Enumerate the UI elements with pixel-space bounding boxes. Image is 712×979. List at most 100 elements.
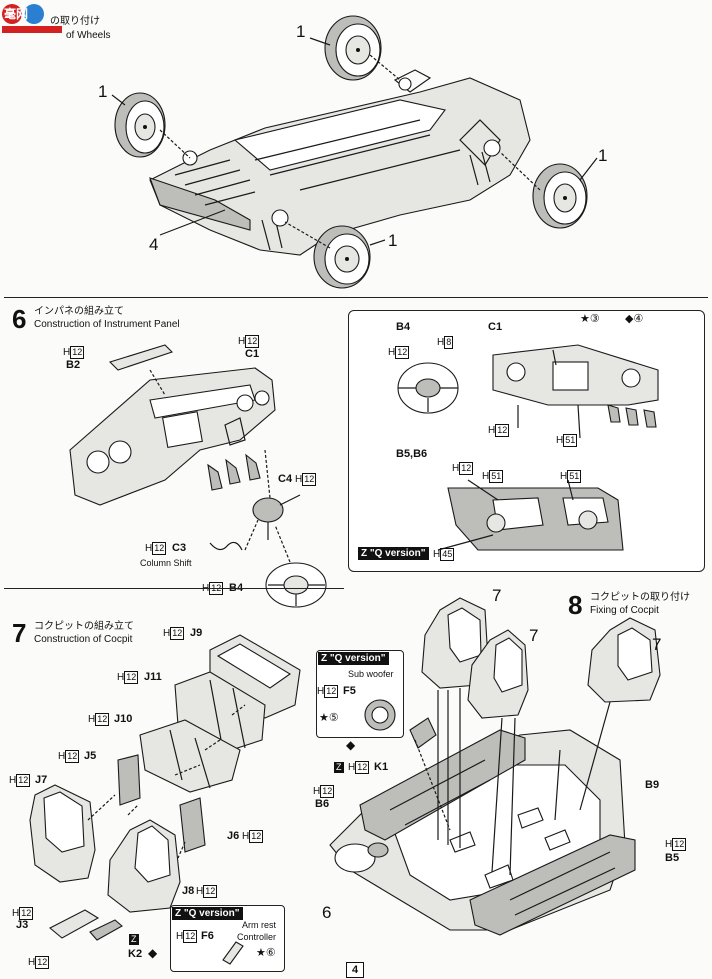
part-c4: C4 [278,473,293,485]
callout-1-top: 1 [296,22,306,41]
detail-part-b4: B4 [396,321,411,333]
part-b9: B9 [645,779,660,791]
part-j7: J7 [35,774,48,786]
wheel-bottom [313,225,371,289]
column-shift-label: Column Shift [140,558,192,568]
step7-number: 7 [12,618,27,648]
part-b2: B2 [66,359,81,371]
step6-title-en: Construction of Instrument Panel [34,319,180,330]
z-mark-k2: Z [129,934,139,945]
callout-1-left: 1 [98,82,108,101]
part-f5: F5 [343,685,356,697]
part-j10: J10 [114,713,133,725]
step5-title-jp: の取り付け [50,16,100,27]
watermark-text: 毫网 [4,7,29,21]
part-b6: B6 [315,798,330,810]
callout-7-b: 7 [529,626,539,645]
paint-mix-5: ★⑤ [319,712,339,724]
section-divider-2 [4,588,344,589]
cockpit-seats-diagram [29,634,301,941]
part-c1: C1 [245,348,260,360]
q-version-label-detail: Z "Q version" [358,547,429,560]
chassis-wheels-diagram [111,15,598,289]
paint-mix-4: ◆④ [625,313,644,325]
step8-title-jp: コクピットの取り付け [590,592,690,603]
watermark-logo: 毫网 [0,0,66,34]
step6-number: 6 [12,304,27,334]
step8-title-en: Fixing of Cocpit [590,605,659,616]
paint-mix-6: ★⑥ [256,947,276,959]
detail-painting-diagram [397,344,659,551]
section-divider-1 [4,297,708,298]
sub-woofer-label: Sub woofer [348,669,394,679]
arm-rest-label: Arm rest [242,920,277,930]
wheel-left [114,92,166,158]
part-k1: K1 [374,761,389,773]
step7-title-jp: コクピットの組み立て [34,621,134,632]
callout-4: 4 [149,235,159,254]
z-mark-k1: Z [334,762,344,773]
step7-title-en: Construction of Cocpit [34,634,133,645]
instrument-panel-diagram [69,344,327,608]
part-j5: J5 [84,750,97,762]
cockpit-fixing-diagram [329,597,661,936]
q-version-label-armrest: Z "Q version" [172,907,243,920]
controller-part-icon [222,941,244,965]
q-version-label-subwoofer: Z "Q version" [318,652,389,665]
paint-mix-3: ★③ [580,313,600,325]
paint-chip-k2: ◆ [148,946,158,960]
part-b5: B5 [665,852,680,864]
detail-part-c1: C1 [488,321,503,333]
page-number: 4 [346,962,364,978]
step6-title-jp: インパネの組み立て [34,306,124,317]
part-j3: J3 [16,919,29,931]
part-j8: J8 [182,885,195,897]
callout-7-c: 7 [652,635,662,654]
step5-title-en: of Wheels [66,30,111,41]
wheel-right [532,163,588,229]
callout-6: 6 [322,903,332,922]
part-k2: K2 [128,948,143,960]
detail-part-b5b6: B5,B6 [396,448,428,460]
part-f6: F6 [201,930,214,942]
wheel-top [324,15,382,81]
part-j6: J6 [227,830,240,842]
controller-label: Controller [237,932,277,942]
paint-chip-k1: ◆ [346,738,356,752]
subwoofer-part-icon [364,699,396,731]
step8-number: 8 [568,590,583,620]
part-j11: J11 [144,671,162,683]
callout-1-bottom: 1 [388,231,398,250]
part-c3: C3 [172,542,187,554]
callout-7-a: 7 [492,586,502,605]
part-j9: J9 [190,627,203,639]
callout-1-right: 1 [598,146,608,165]
